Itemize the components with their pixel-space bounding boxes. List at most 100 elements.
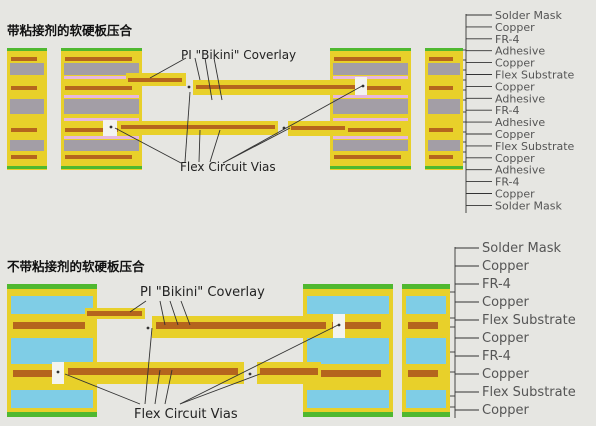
layer-label: Copper [495, 80, 535, 93]
leader-line [204, 57, 213, 101]
copper-trace [11, 57, 37, 61]
via-dot [337, 323, 341, 327]
copper-trace [334, 86, 401, 90]
copper-trace [429, 128, 453, 132]
layer-label: Adhesive [495, 45, 545, 58]
copper-trace [11, 155, 37, 159]
layer-label: FR-4 [495, 104, 520, 117]
fr4-core [11, 296, 93, 314]
adhesive-layer [64, 118, 139, 121]
via-dot [187, 85, 191, 89]
top-stackup-diagram [7, 48, 463, 170]
bottom-coverlay-label: PI "Bikini" Coverlay [140, 285, 265, 300]
adhesive-layer [333, 118, 408, 121]
copper-trace [429, 86, 453, 90]
layer-label: Adhesive [495, 116, 545, 129]
leader-line [179, 373, 261, 405]
solder-mask [7, 412, 97, 417]
layer-label: Flex Substrate [495, 140, 575, 153]
layer-label: Copper [482, 367, 530, 382]
fr4-core [10, 99, 44, 114]
fr4-core [307, 390, 389, 408]
leader-line [64, 373, 141, 405]
layer-label: Adhesive [495, 164, 545, 177]
adhesive-layer [333, 76, 408, 79]
flex-copper [121, 125, 275, 129]
leader-line [159, 300, 166, 326]
solder-mask [61, 48, 142, 51]
fr4-core [11, 390, 93, 408]
fr4-core [64, 63, 139, 75]
flex-copper [156, 322, 326, 329]
adhesive-layer [333, 95, 408, 98]
via-dot [146, 326, 150, 330]
solder-mask [7, 166, 47, 169]
copper-trace [334, 155, 401, 159]
leader-line [144, 327, 153, 405]
flex-copper [128, 78, 182, 82]
flex-copper [196, 85, 360, 89]
fr4-core [64, 140, 139, 151]
copper-trace [65, 57, 132, 61]
fr4-core [428, 63, 460, 75]
copper-trace [11, 86, 37, 90]
bottom-stackup-diagram [7, 284, 450, 417]
copper-trace [65, 155, 132, 159]
solder-mask [303, 412, 393, 417]
leader-line [154, 369, 161, 405]
leader-line [114, 127, 182, 164]
fr4-core [307, 296, 389, 314]
solder-mask [330, 48, 411, 51]
adhesive-layer [333, 136, 408, 139]
layer-label: Flex Substrate [495, 69, 575, 82]
copper-trace [13, 370, 85, 377]
layer-label: Copper [495, 152, 535, 165]
solder-mask [7, 284, 97, 289]
leader-line [149, 57, 187, 79]
top-title: 带粘接剂的软硬板压合 [7, 23, 133, 38]
leader-line [213, 57, 223, 101]
flex-copper [291, 126, 345, 130]
layer-label: Solder Mask [482, 241, 562, 256]
fr4-core [333, 63, 408, 75]
solder-mask [425, 48, 463, 51]
fr4-core [428, 99, 460, 114]
fr4-core [406, 296, 446, 314]
solder-mask [330, 166, 411, 169]
layer-label: Adhesive [495, 92, 545, 105]
leader-line [129, 300, 147, 313]
solder-mask [425, 166, 463, 169]
fr4-core [307, 338, 389, 364]
layer-label: Copper [482, 403, 530, 418]
via-dot [56, 370, 60, 374]
solder-mask [402, 412, 450, 417]
solder-mask [303, 284, 393, 289]
copper-trace [334, 128, 401, 132]
copper-trace [429, 155, 453, 159]
solder-mask [7, 48, 47, 51]
copper-trace [11, 128, 37, 132]
leader-line [164, 369, 173, 405]
adhesive-layer [64, 95, 139, 98]
copper-trace [65, 128, 132, 132]
fr4-core [406, 390, 446, 408]
copper-trace [309, 370, 381, 377]
leader-line [179, 324, 339, 405]
layer-label: Copper [495, 128, 535, 141]
via-gap [103, 120, 117, 136]
layer-label: FR-4 [495, 176, 520, 189]
leader-line [184, 91, 191, 163]
fr4-core [428, 140, 460, 151]
copper-trace [408, 322, 438, 329]
top-layer-labels: Solder MaskCopperFR-4AdhesiveCopperFlex … [463, 9, 575, 213]
leader-line [169, 300, 179, 326]
layer-label: Solder Mask [495, 199, 563, 212]
bottom-vias-label: Flex Circuit Vias [134, 407, 238, 422]
solder-mask [402, 284, 450, 289]
layer-label: FR-4 [495, 33, 520, 46]
top-coverlay-label: PI "Bikini" Coverlay [181, 48, 296, 62]
copper-trace [13, 322, 85, 329]
layer-label: FR-4 [482, 277, 511, 292]
